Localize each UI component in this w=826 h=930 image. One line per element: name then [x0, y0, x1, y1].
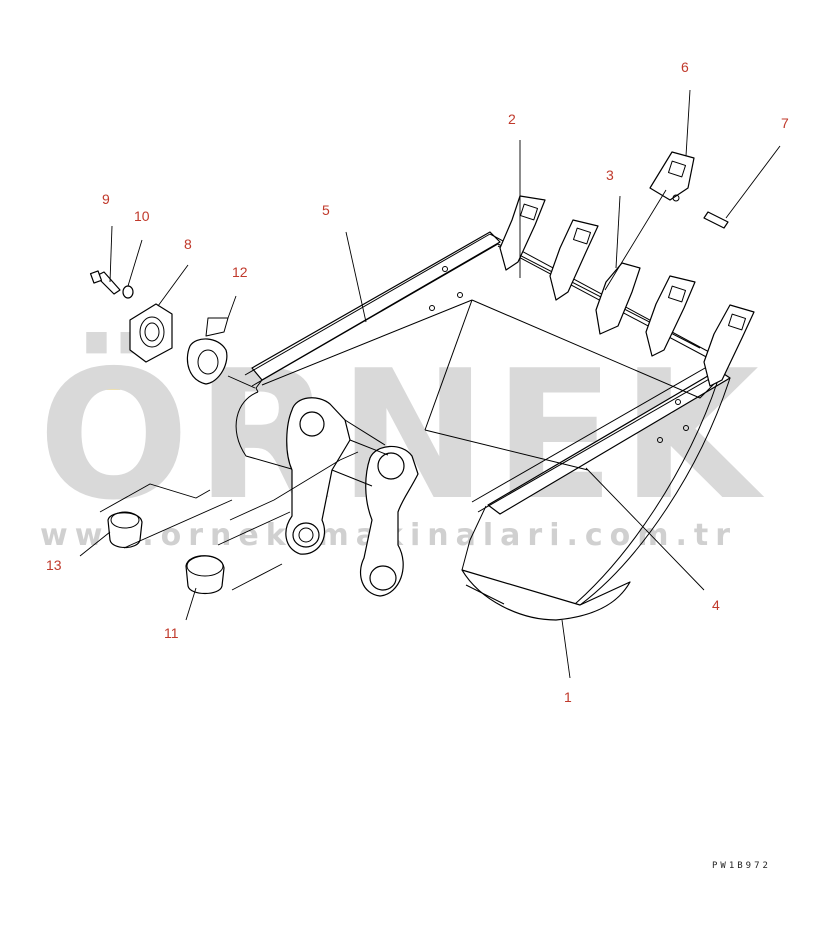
callout-3: 3: [606, 167, 614, 183]
callout-5: 5: [322, 202, 330, 218]
callout-10: 10: [134, 208, 150, 224]
callout-9: 9: [102, 191, 110, 207]
callout-7: 7: [781, 115, 789, 131]
pin-part-7: [672, 194, 729, 229]
flange-part-8: [129, 303, 173, 363]
washer-part-10: [122, 285, 134, 299]
watermark-accent-left: [72, 376, 100, 390]
callout-8: 8: [184, 236, 192, 252]
drawing-code: PW1B972: [712, 861, 771, 871]
bucket-teeth: [499, 195, 755, 387]
tooth-point-part-6: [649, 151, 695, 201]
mounting-lugs: [285, 397, 419, 597]
callout-13: 13: [46, 557, 62, 573]
bucket-body: [235, 231, 731, 621]
watermark: ÖRNEK www.orneksmakinalari.com.tr: [38, 332, 759, 553]
callout-labels: 1 2 3 4 5 6 7 8 9 10 11 12 13: [46, 59, 789, 705]
callout-11: 11: [164, 625, 179, 641]
callout-6: 6: [681, 59, 689, 75]
leader-lines: [79, 89, 781, 679]
bushing-part-13: [107, 511, 143, 549]
bolt-part-9: [89, 270, 121, 295]
callout-2: 2: [508, 111, 516, 127]
bushing-part-11: [185, 555, 225, 595]
callout-1: 1: [564, 689, 572, 705]
shim-part-12: [186, 317, 229, 385]
callout-4: 4: [712, 597, 720, 613]
callout-12: 12: [232, 264, 248, 280]
watermark-accent-right: [106, 376, 134, 390]
